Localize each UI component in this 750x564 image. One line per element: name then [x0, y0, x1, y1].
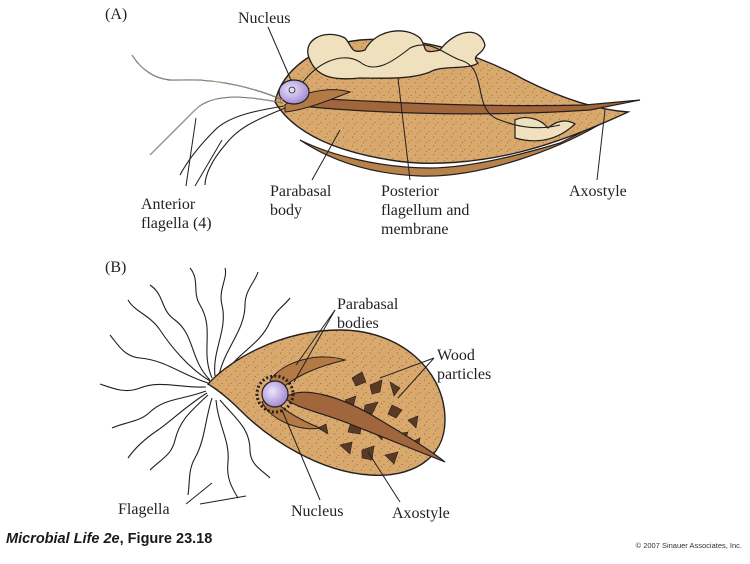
label-nucleus-a: Nucleus — [238, 10, 291, 27]
label-parabasal-bodies: Parabasal bodies — [337, 296, 399, 332]
leader-lines-b — [185, 309, 435, 505]
undulating-membrane-a — [307, 30, 486, 80]
anterior-flagella-a — [131, 54, 286, 186]
panel-label-a: (A) — [105, 6, 128, 23]
label-nucleus-b: Nucleus — [291, 503, 344, 520]
label-axostyle-b: Axostyle — [392, 505, 450, 522]
nucleus-ring-b — [255, 374, 295, 414]
undulating-membrane-tail — [514, 117, 576, 142]
copyright-notice: © 2007 Sinauer Associates, Inc. — [635, 541, 742, 550]
label-flagella-b: Flagella — [118, 501, 170, 518]
cell-a — [131, 30, 641, 186]
posterior-flagellum-a — [294, 44, 561, 129]
axostyle-b — [284, 391, 446, 463]
flagella-tuft-b — [99, 267, 291, 499]
label-posterior-flagellum: Posterior flagellum and membrane — [381, 183, 470, 238]
label-parabasal-body: Parabasal body — [270, 183, 332, 219]
label-axostyle-a: Axostyle — [569, 183, 627, 200]
panel-label-b: (B) — [105, 259, 127, 276]
leader-lines-a — [185, 26, 606, 187]
nucleus-b — [261, 380, 289, 408]
parabasal-body-b1 — [269, 356, 347, 393]
label-wood-particles: Wood particles — [437, 347, 492, 383]
axostyle-a — [299, 97, 641, 115]
nucleolus-a — [288, 86, 296, 94]
figure-caption: Microbial Life 2e, Figure 23.18 — [6, 531, 213, 547]
label-anterior-flagella: Anterior flagella (4) — [141, 196, 212, 232]
cell-b — [99, 267, 446, 499]
